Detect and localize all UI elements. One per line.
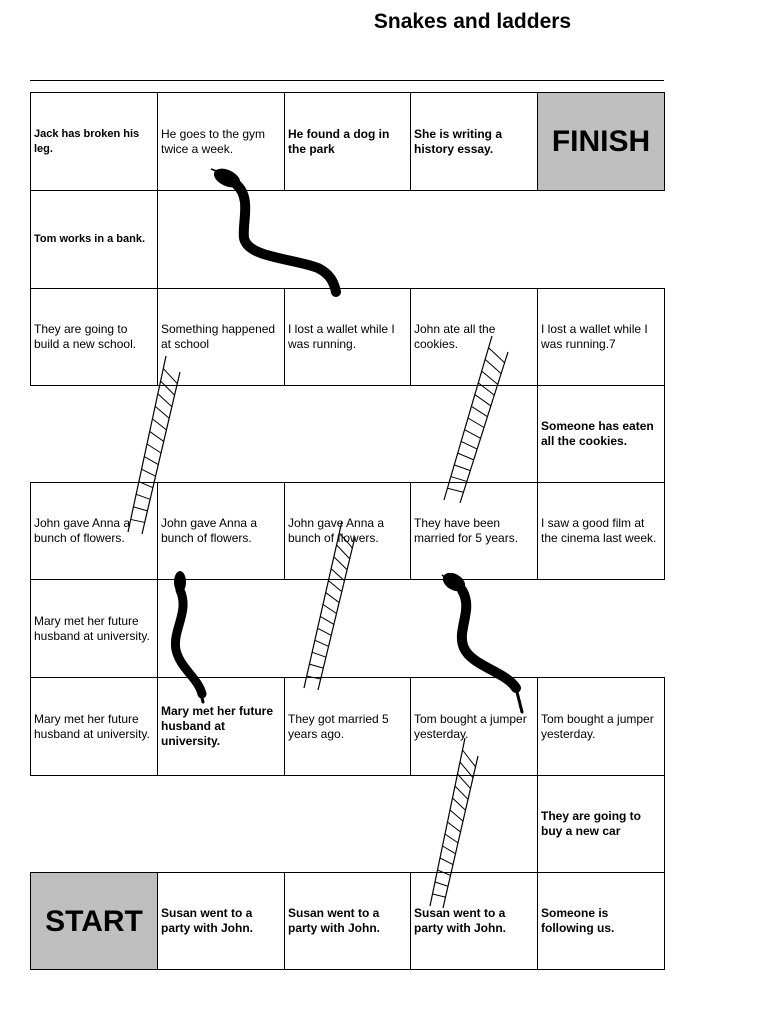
board-square: Something happened at school <box>157 288 285 386</box>
board-square: John gave Anna a bunch of flowers. <box>284 482 412 580</box>
board-square: John gave Anna a bunch of flowers. <box>30 482 158 580</box>
board-square: Susan went to a party with John. <box>410 872 538 970</box>
board-square: Jack has broken his leg. <box>30 92 158 191</box>
board-square: Tom bought a jumper yesterday. <box>537 677 665 776</box>
board-square: He found a dog in the park <box>284 92 412 191</box>
board-square: Tom bought a jumper yesterday. <box>410 677 538 776</box>
title-divider <box>30 80 664 81</box>
board-square: They are going to buy a new car <box>537 775 665 873</box>
board-square: She is writing a history essay. <box>410 92 538 191</box>
board-square: Mary met her future husband at universit… <box>157 677 285 776</box>
board-square: They got married 5 years ago. <box>284 677 412 776</box>
board-square: John gave Anna a bunch of flowers. <box>157 482 285 580</box>
start-square: START <box>30 872 158 970</box>
board-square: They are going to build a new school. <box>30 288 158 386</box>
board-square: Susan went to a party with John. <box>284 872 412 970</box>
board-square: I lost a wallet while I was running.7 <box>537 288 665 386</box>
board-square: I lost a wallet while I was running. <box>284 288 412 386</box>
board-square: Mary met her future husband at universit… <box>30 579 158 678</box>
board-square: Tom works in a bank. <box>30 190 158 289</box>
board-square: John ate all the cookies. <box>410 288 538 386</box>
board-square: Mary met her future husband at universit… <box>30 677 158 776</box>
board-square: I saw a good film at the cinema last wee… <box>537 482 665 580</box>
board-square: He goes to the gym twice a week. <box>157 92 285 191</box>
page-title: Snakes and ladders <box>373 10 572 33</box>
board-square: Susan went to a party with John. <box>157 872 285 970</box>
finish-square: FINISH <box>537 92 665 191</box>
board-square: Someone has eaten all the cookies. <box>537 385 665 483</box>
board-square: Someone is following us. <box>537 872 665 970</box>
board-square: They have been married for 5 years. <box>410 482 538 580</box>
